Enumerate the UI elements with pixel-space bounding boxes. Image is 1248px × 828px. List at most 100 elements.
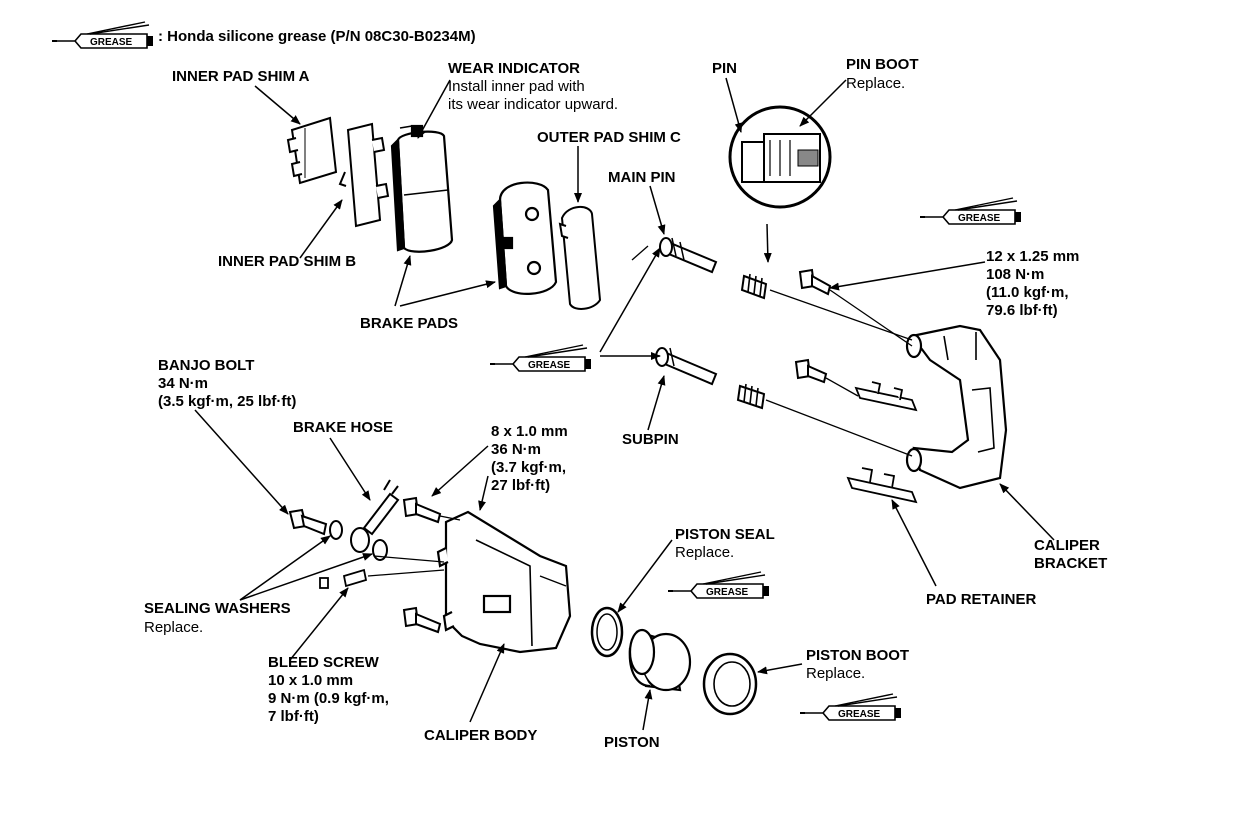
svg-text:27 lbf·ft): 27 lbf·ft): [491, 477, 550, 494]
label-piston: PISTON: [604, 734, 660, 751]
svg-text:(11.0 kgf·m,: (11.0 kgf·m,: [986, 284, 1069, 301]
svg-text:PISTON BOOT: PISTON BOOT: [806, 647, 909, 664]
svg-text:SEALING WASHERS: SEALING WASHERS: [144, 600, 291, 617]
svg-text:BRAKE PADS: BRAKE PADS: [360, 315, 458, 332]
pin-boot-lower: [736, 383, 766, 410]
label-pin-boot: PIN BOOT Replace.: [846, 56, 919, 92]
svg-text:its wear indicator upward.: its wear indicator upward.: [448, 96, 618, 113]
caliper-bolt-upper: [402, 496, 442, 524]
pin-detail-inset: [728, 105, 832, 209]
svg-text:GREASE: GREASE: [528, 360, 571, 371]
svg-text:BRACKET: BRACKET: [1034, 555, 1107, 572]
svg-text:CALIPER: CALIPER: [1034, 537, 1100, 554]
svg-text:OUTER PAD SHIM C: OUTER PAD SHIM C: [537, 129, 681, 146]
label-bleed-screw: BLEED SCREW 10 x 1.0 mm 9 N·m (0.9 kgf·m…: [268, 654, 389, 725]
label-brake-hose: BRAKE HOSE: [293, 419, 393, 436]
svg-text:Replace.: Replace.: [144, 619, 203, 636]
label-piston-seal: PISTON SEAL Replace.: [675, 526, 775, 561]
leader-arrows: [194, 77, 1055, 731]
outer-pad-shim-c: [558, 206, 602, 310]
svg-text:7 lbf·ft): 7 lbf·ft): [268, 708, 319, 725]
label-piston-boot: PISTON BOOT Replace.: [806, 647, 909, 682]
label-wear-indicator: WEAR INDICATOR Install inner pad with it…: [448, 60, 618, 113]
svg-text:MAIN PIN: MAIN PIN: [608, 169, 676, 186]
svg-text:GREASE: GREASE: [958, 213, 1001, 224]
grease-tube-icon: GREASE: [51, 21, 154, 49]
caliper-body: [436, 510, 572, 654]
svg-text:Replace.: Replace.: [806, 665, 865, 682]
svg-text:9 N·m (0.9 kgf·m,: 9 N·m (0.9 kgf·m,: [268, 690, 389, 707]
legend: GREASE : Honda silicone grease (P/N 08C3…: [51, 21, 476, 49]
label-caliper-body: CALIPER BODY: [424, 727, 537, 744]
caliper-bolt-lower: [402, 606, 442, 634]
svg-text:Replace.: Replace.: [675, 544, 734, 561]
label-outer-pad-shim-c: OUTER PAD SHIM C: [537, 129, 681, 146]
svg-text:(3.7 kgf·m,: (3.7 kgf·m,: [491, 459, 566, 476]
svg-text:INNER PAD SHIM A: INNER PAD SHIM A: [172, 68, 310, 85]
legend-text: : Honda silicone grease (P/N 08C30-B0234…: [158, 28, 476, 45]
sealing-washer-2: [372, 539, 388, 561]
svg-text:WEAR INDICATOR: WEAR INDICATOR: [448, 60, 580, 77]
svg-text:SUBPIN: SUBPIN: [622, 431, 679, 448]
piston-boot: [702, 652, 758, 716]
svg-text:BLEED SCREW: BLEED SCREW: [268, 654, 380, 671]
bleed-screw: [319, 568, 368, 589]
grease-tube-icon: GREASE: [667, 571, 770, 599]
caliper-bracket: [905, 324, 1008, 490]
svg-text:79.6 lbf·ft): 79.6 lbf·ft): [986, 302, 1058, 319]
inner-brake-pad: [390, 124, 454, 253]
piston-seal: [590, 606, 624, 658]
label-pin: PIN: [712, 60, 737, 77]
label-pad-retainer: PAD RETAINER: [926, 591, 1036, 608]
label-brake-pads: BRAKE PADS: [360, 315, 458, 332]
inner-pad-shim-b: [338, 122, 390, 228]
svg-text:PISTON: PISTON: [604, 734, 660, 751]
svg-text:Replace.: Replace.: [846, 75, 905, 92]
outer-brake-pad: [492, 181, 558, 295]
sealing-washer-1: [329, 520, 343, 540]
svg-text:108 N·m: 108 N·m: [986, 266, 1044, 283]
bracket-bolt-upper: [798, 268, 832, 296]
svg-text:(3.5 kgf·m, 25 lbf·ft): (3.5 kgf·m, 25 lbf·ft): [158, 393, 296, 410]
label-inner-pad-shim-a: INNER PAD SHIM A: [172, 68, 310, 85]
grease-tube-icon: GREASE: [919, 197, 1022, 225]
alignment-lines: [367, 245, 913, 577]
subpin: [655, 347, 718, 386]
svg-text:PAD RETAINER: PAD RETAINER: [926, 591, 1036, 608]
label-subpin: SUBPIN: [622, 431, 679, 448]
svg-text:PIN: PIN: [712, 60, 737, 77]
svg-text:PISTON SEAL: PISTON SEAL: [675, 526, 775, 543]
svg-text:PIN BOOT: PIN BOOT: [846, 56, 919, 73]
pin-boot-upper: [740, 273, 768, 300]
label-main-pin: MAIN PIN: [608, 169, 676, 186]
label-inner-pad-shim-b: INNER PAD SHIM B: [218, 253, 356, 270]
label-sealing-washers: SEALING WASHERS Replace.: [144, 600, 291, 636]
label-caliper-bolt-spec: 8 x 1.0 mm 36 N·m (3.7 kgf·m, 27 lbf·ft): [491, 423, 568, 494]
svg-text:36 N·m: 36 N·m: [491, 441, 541, 458]
bracket-bolt-lower: [794, 358, 828, 384]
label-bracket-bolt-spec: 12 x 1.25 mm 108 N·m (11.0 kgf·m, 79.6 l…: [986, 248, 1079, 319]
banjo-bolt: [288, 508, 328, 536]
grease-tube-icon: GREASE: [489, 344, 592, 372]
pad-retainer-upper: [854, 381, 918, 412]
brake-hose-fitting: [350, 479, 400, 553]
svg-text:34 N·m: 34 N·m: [158, 375, 208, 392]
svg-text:GREASE: GREASE: [90, 37, 133, 48]
label-banjo-bolt: BANJO BOLT 34 N·m (3.5 kgf·m, 25 lbf·ft): [158, 357, 296, 410]
inner-pad-shim-a: [286, 116, 338, 185]
svg-text:Install inner pad with: Install inner pad with: [448, 78, 585, 95]
grease-tube-icon: GREASE: [799, 693, 902, 721]
svg-text:10 x 1.0 mm: 10 x 1.0 mm: [268, 672, 353, 689]
svg-text:BANJO BOLT: BANJO BOLT: [158, 357, 254, 374]
svg-text:GREASE: GREASE: [838, 709, 881, 720]
svg-text:12 x 1.25 mm: 12 x 1.25 mm: [986, 248, 1079, 265]
svg-text:CALIPER BODY: CALIPER BODY: [424, 727, 537, 744]
svg-text:INNER PAD SHIM B: INNER PAD SHIM B: [218, 253, 356, 270]
pad-retainer-lower: [846, 467, 918, 504]
main-pin: [659, 237, 718, 274]
label-caliper-bracket: CALIPER BRACKET: [1034, 537, 1107, 572]
svg-text:BRAKE HOSE: BRAKE HOSE: [293, 419, 393, 436]
piston: [628, 628, 692, 692]
svg-text:8 x 1.0 mm: 8 x 1.0 mm: [491, 423, 568, 440]
